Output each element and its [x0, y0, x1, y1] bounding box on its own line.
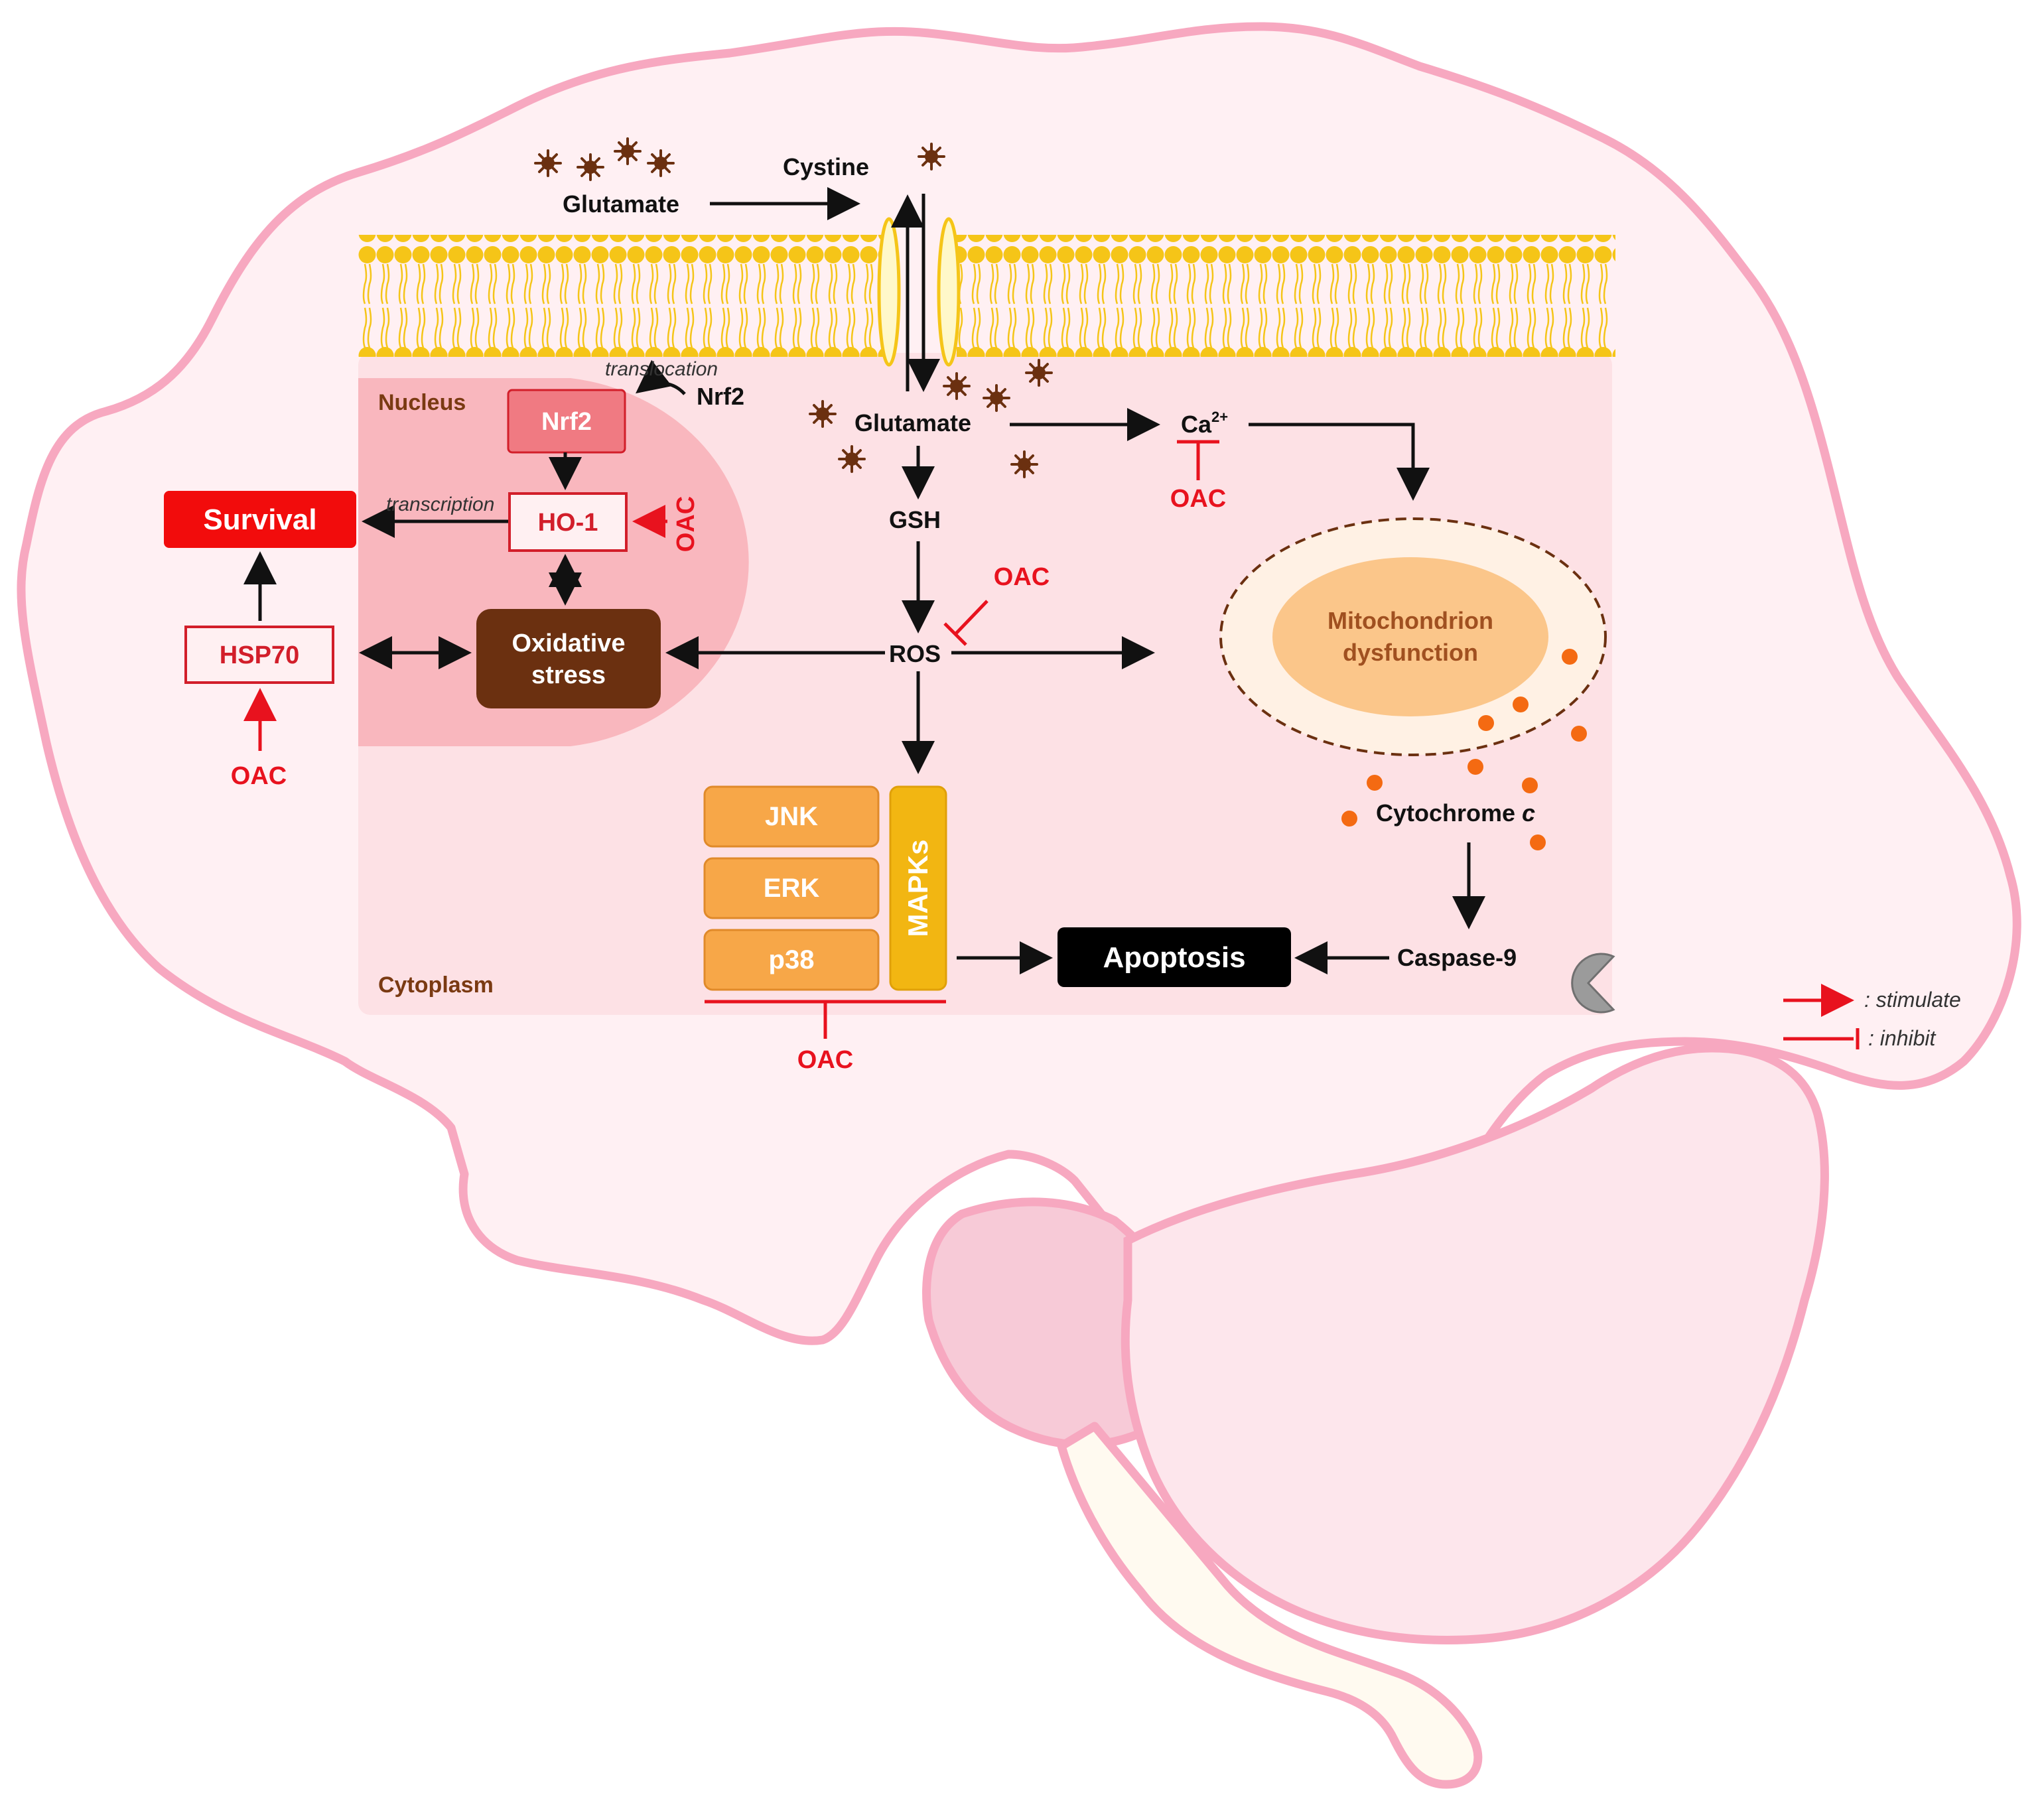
- p38-text: p38: [769, 945, 815, 974]
- oac-ho1-label: OAC: [672, 496, 700, 552]
- nucleus-label: Nucleus: [378, 390, 466, 415]
- legend-stimulate: : stimulate: [1864, 988, 1961, 1012]
- cytochrome-c-dots: [1341, 649, 1587, 850]
- stimulation-arrows: [243, 187, 1485, 974]
- hsp70-text: HSP70: [220, 641, 299, 669]
- mapks-box: [889, 785, 947, 991]
- oxidative-text-1: Oxidative: [511, 630, 625, 657]
- oxidative-stress-box: [476, 609, 661, 708]
- jnk-box: [703, 785, 880, 848]
- ho1-text: HO-1: [538, 509, 598, 537]
- oac-ca-label: OAC: [1170, 485, 1226, 513]
- hsp70-box: [184, 626, 334, 684]
- legend-inhibit: : inhibit: [1868, 1026, 1937, 1050]
- nrf2-free-label: Nrf2: [697, 383, 744, 410]
- oac-effects: [243, 440, 1860, 1049]
- apoptosis-box: [1057, 927, 1291, 987]
- oxidative-text-2: stress: [531, 661, 606, 689]
- gsh-label: GSH: [889, 506, 941, 533]
- mito-text-1: Mitochondrion: [1328, 607, 1493, 634]
- oac-hsp70-label: OAC: [231, 762, 287, 790]
- translocation-note: translocation: [605, 358, 718, 380]
- oac-mapk-label: OAC: [797, 1046, 853, 1074]
- glutamate-intracellular: Glutamate: [854, 409, 971, 436]
- ros-label: ROS: [889, 640, 941, 667]
- oac-ros-label: OAC: [994, 563, 1050, 591]
- p38-box: [703, 929, 880, 991]
- survival-box: [164, 491, 356, 548]
- survival-text: Survival: [203, 503, 316, 536]
- erk-text: ERK: [764, 874, 820, 903]
- cytochrome-c-label: Cytochrome c: [1376, 799, 1535, 827]
- transcription-note: transcription: [386, 494, 494, 515]
- mapks-text: MAPKs: [902, 839, 933, 937]
- nrf2-box-text: Nrf2: [541, 408, 592, 436]
- cystine-label: Cystine: [783, 153, 869, 180]
- erk-box: [703, 857, 880, 919]
- mito-text-2: dysfunction: [1343, 639, 1478, 666]
- caspase-9-shape: [1571, 953, 1615, 1014]
- ho1-box: [508, 492, 628, 552]
- cytoplasm-label: Cytoplasm: [378, 972, 494, 998]
- glutamate-extracellular: Glutamate: [563, 190, 679, 218]
- caspase-9-label: Caspase-9: [1397, 944, 1517, 971]
- cell-membrane: [358, 217, 1615, 367]
- calcium-label: Ca2+: [1181, 409, 1228, 438]
- jnk-text: JNK: [765, 802, 818, 831]
- mitochondrion-inner: [1272, 557, 1548, 716]
- apoptosis-text: Apoptosis: [1103, 941, 1245, 974]
